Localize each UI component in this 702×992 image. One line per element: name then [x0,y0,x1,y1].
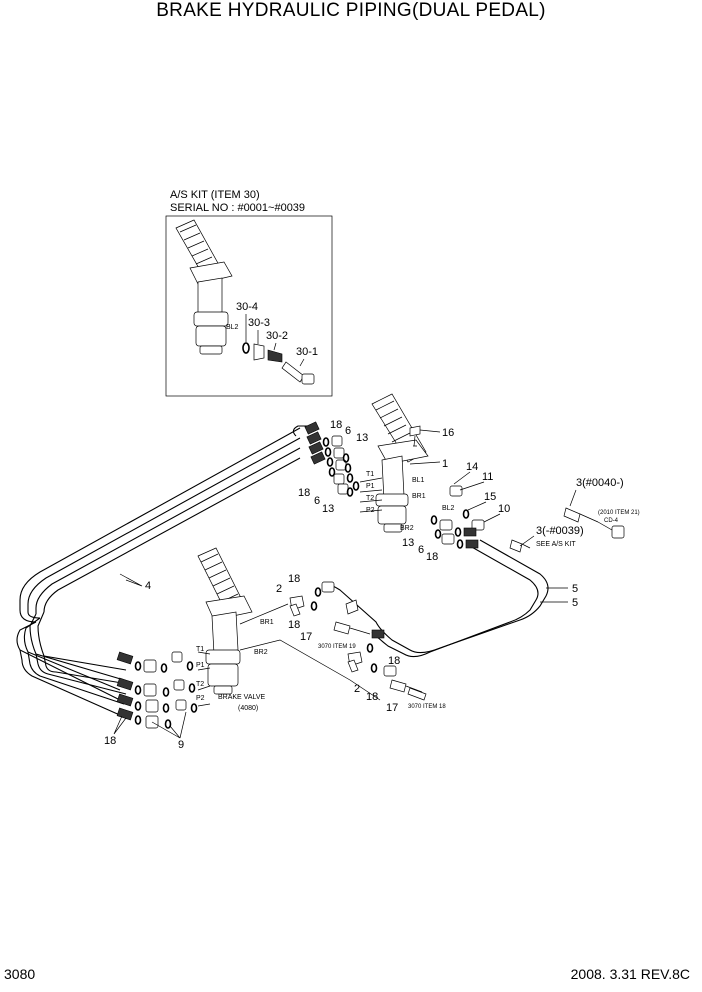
inset-parts-icon [242,342,315,385]
callout-14: 14 [466,461,478,473]
port-p2-upper: P2 [366,507,375,514]
note-brake-valve-number: (4080) [238,705,258,712]
callout-10: 10 [498,503,510,515]
callout-4: 4 [145,580,151,592]
port-bl2: BL2 [442,505,455,512]
port-t1-lower: T1 [196,646,204,653]
inset-port-bl2: BL2 [226,324,239,331]
callout-15: 15 [484,491,496,503]
note-3070-item-18: 3070 ITEM 18 [408,704,446,710]
port-br2-lower: BR2 [254,649,268,656]
note-item-2010: (2010 ITEM 21) [598,510,640,516]
callout-18-e: 18 [288,619,300,631]
callout-6-b: 6 [314,495,320,507]
port-t1-upper: T1 [366,471,374,478]
inset-callout-30-4: 30-4 [236,301,258,313]
lower-brake-valve-icon [197,547,253,695]
callout-6-c: 6 [418,544,424,556]
inset-callout-30-3: 30-3 [248,317,270,329]
note-cd4: CD-4 [604,518,619,524]
callout-5-b: 5 [572,597,578,609]
port-bl1: BL1 [412,477,425,484]
tube-bundle-4 [16,425,310,717]
inset-pedal-icon [175,219,233,355]
port-p2-lower: P2 [196,695,205,702]
port-br1-lower: BR1 [260,619,274,626]
bolt-16-icon [409,425,421,447]
upper-brake-valve-icon [371,393,429,533]
port-br1-upper: BR1 [412,493,426,500]
callout-18-g: 18 [366,691,378,703]
upper-port-leaders [359,477,383,513]
page-number: 3080 [4,966,36,982]
revision-stamp: 2008. 3.31 REV.8C [570,966,690,982]
callout-18-d: 18 [288,573,300,585]
callout-11: 11 [482,471,493,483]
callout-1: 1 [442,458,448,470]
callout-13-a: 13 [356,432,368,444]
port-t2-upper: T2 [366,495,374,502]
callout-18-b: 18 [298,487,310,499]
callout-6-a: 6 [345,425,351,437]
lower-middle-fittings-icon [289,581,427,701]
inset-frame [165,215,333,397]
upper-right-fittings-icon [430,485,625,553]
callout-5-a: 5 [572,583,578,595]
lower-fittings-icon [116,651,198,729]
port-br2-upper: BR2 [400,525,414,532]
callout-2-a: 2 [276,583,282,595]
callout-3-top: 3(#0040-) [576,477,624,489]
callout-18-c: 18 [426,551,438,563]
inset-heading-line1: A/S KIT (ITEM 30) [170,189,260,201]
callout-3-bottom: 3(-#0039) [536,525,584,537]
lower-port-leaders [197,651,211,707]
callout-17-b: 17 [386,702,398,714]
as-kit-inset: A/S KIT (ITEM 30) SERIAL NO : #0001~#003… [165,189,333,397]
inset-heading-line2: SERIAL NO : #0001~#0039 [170,202,305,214]
inset-callout-30-1: 30-1 [296,346,318,358]
callout-2-b: 2 [354,683,360,695]
note-brake-valve: BRAKE VALVE [218,694,266,701]
port-p1-upper: P1 [366,483,375,490]
callout-13-c: 13 [402,537,414,549]
callout-18-a: 18 [330,419,342,431]
callout-18-h: 18 [104,735,116,747]
lower-valve-leaders [239,603,381,701]
callout-17-a: 17 [300,631,312,643]
page-title: BRAKE HYDRAULIC PIPING(DUAL PEDAL) [156,0,546,21]
callout-13-b: 13 [322,503,334,515]
callout-18-f: 18 [388,655,400,667]
callout-9: 9 [178,739,184,751]
port-t2-lower: T2 [196,681,204,688]
port-p1-lower: P1 [196,662,205,669]
tube-5 [321,539,549,658]
callout-16: 16 [442,427,454,439]
note-3070-item-19: 3070 ITEM 19 [318,644,356,650]
upper-fittings-icon [304,421,360,497]
see-as-kit-note: SEE A/S KIT [536,541,576,548]
inset-callout-30-2: 30-2 [266,330,288,342]
